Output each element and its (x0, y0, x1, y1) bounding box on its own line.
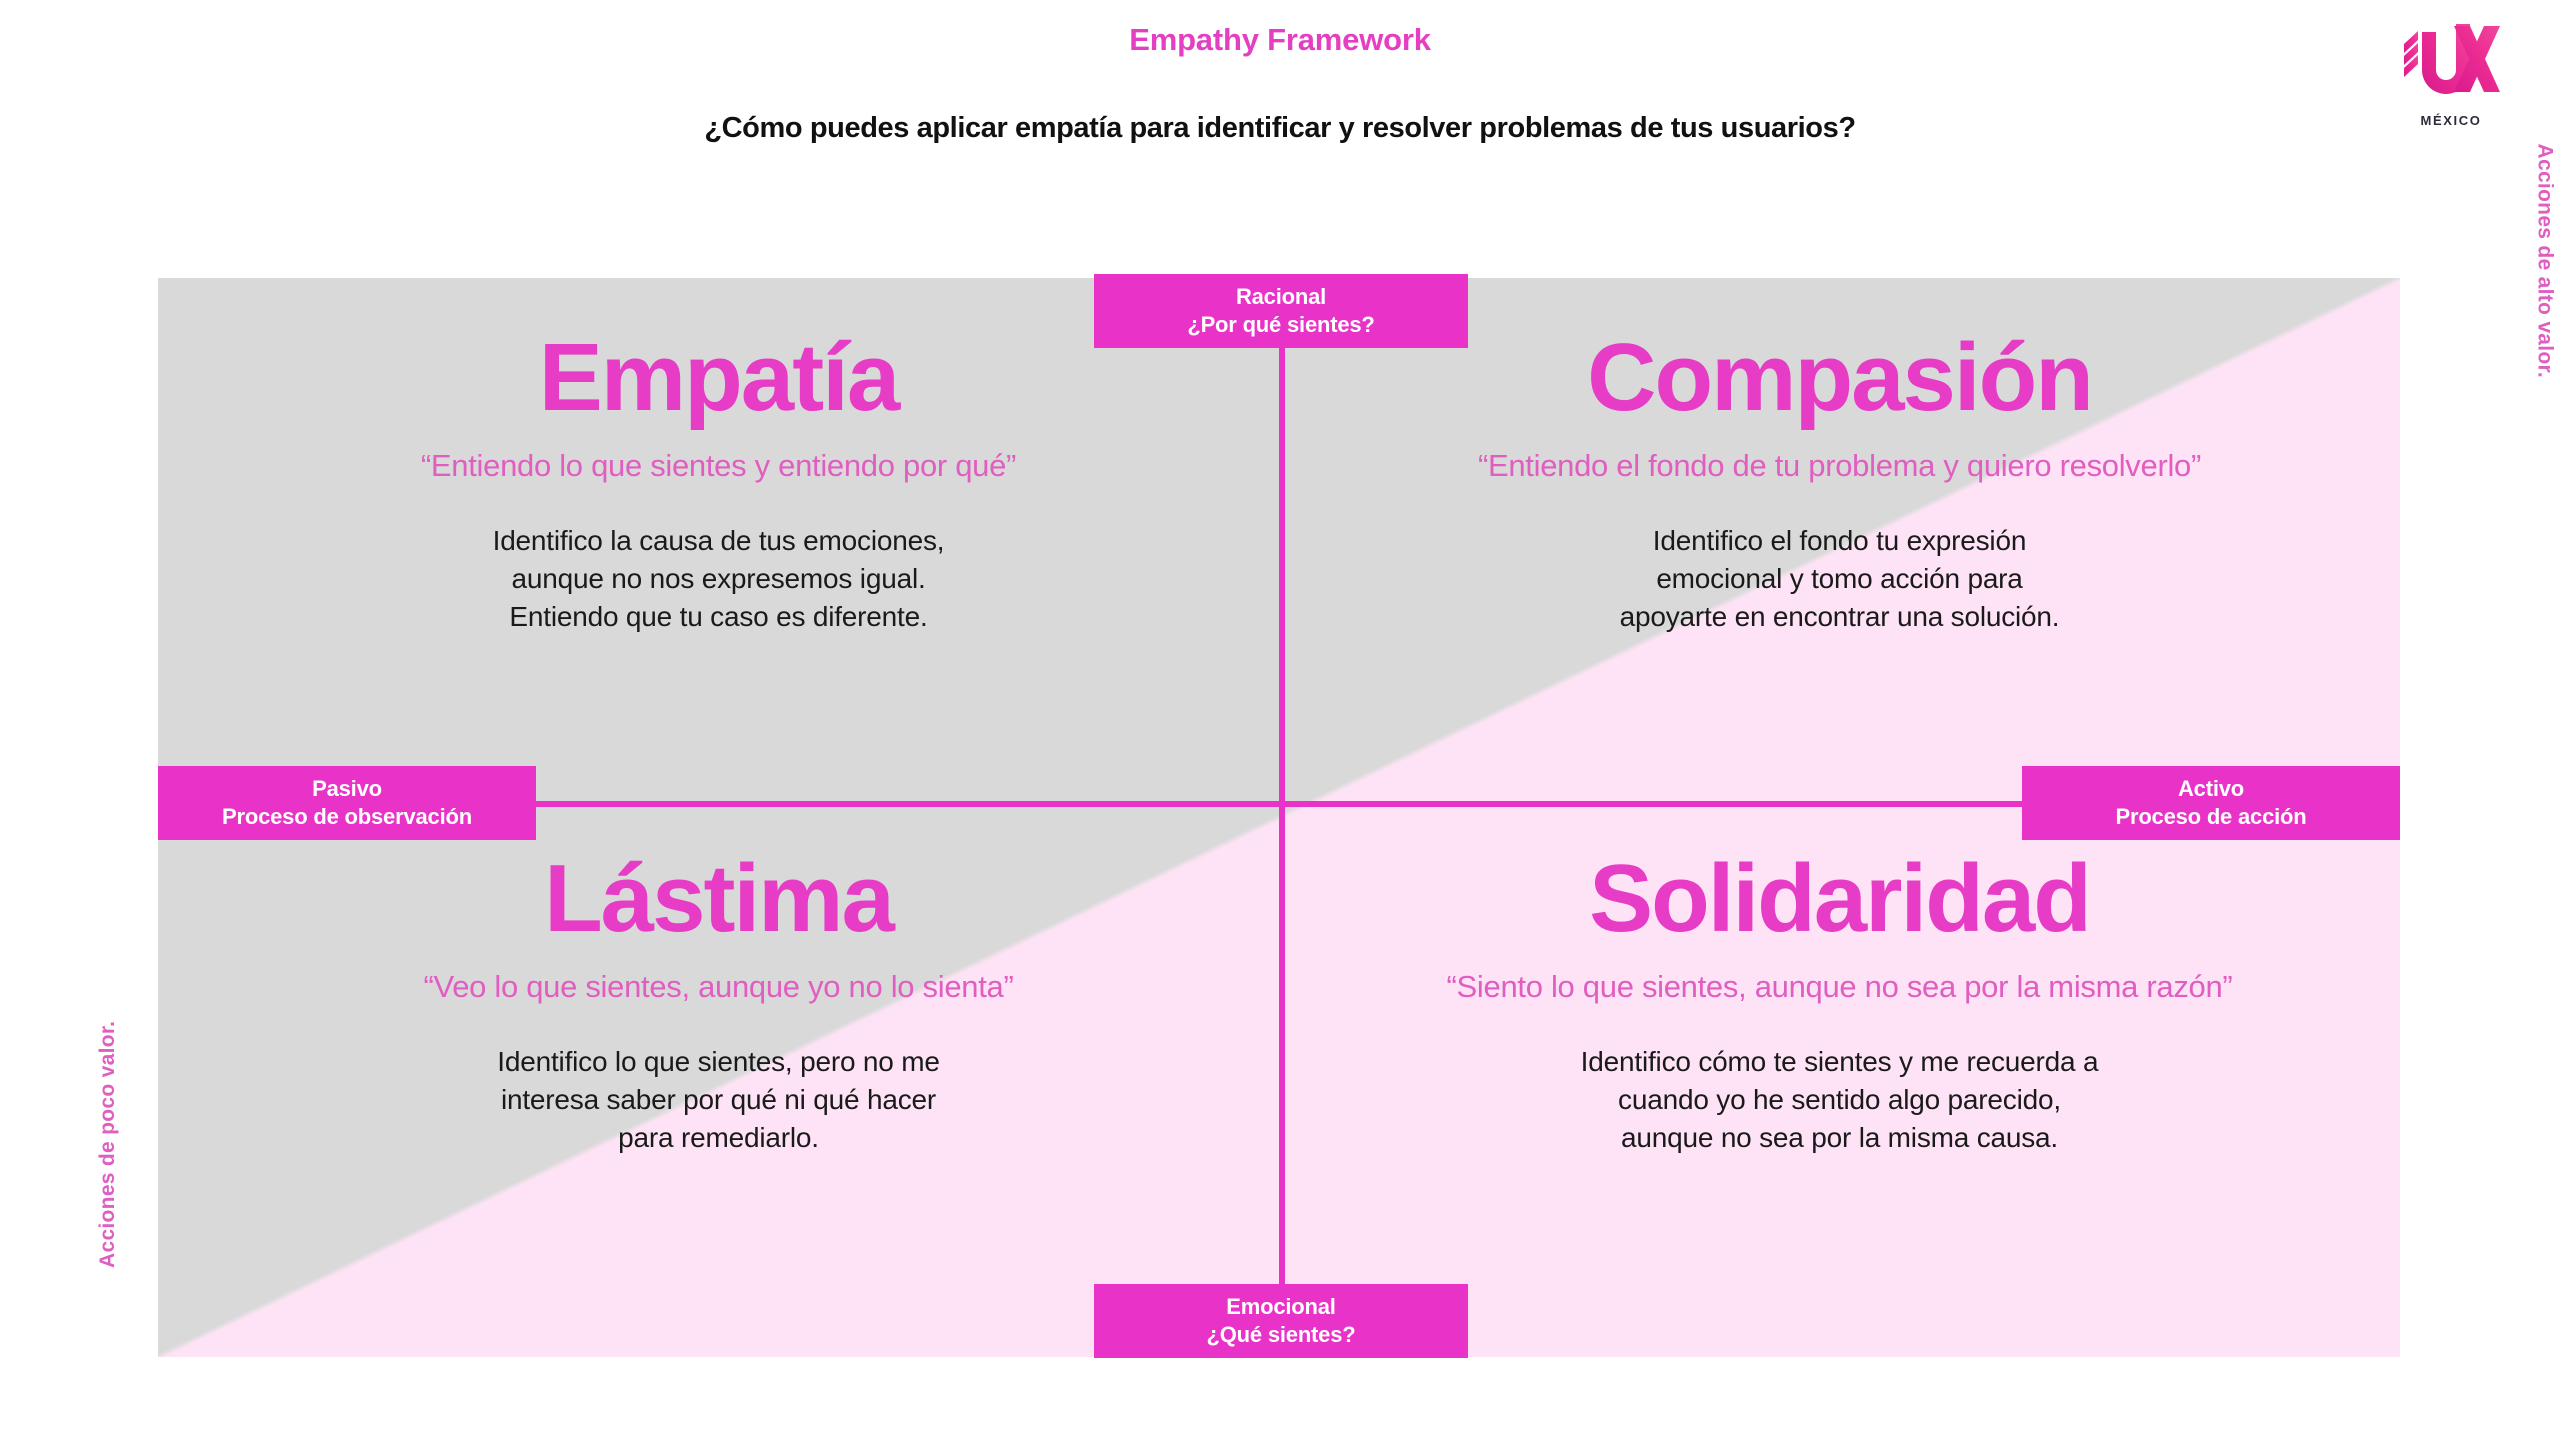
quadrant-description: Identifico la causa de tus emociones,aun… (492, 525, 945, 633)
ux-mexico-logo: MÉXICO (2390, 14, 2512, 134)
quadrant-quote: “Siento lo que sientes, aunque no sea po… (1446, 969, 2233, 1004)
quadrant-description: Identifico cómo te sientes y me recuerda… (1580, 1046, 2099, 1154)
axis-label-question: Proceso de acción (2115, 804, 2307, 829)
axis-label-activo: Activo Proceso de acción (2022, 766, 2400, 840)
axis-label-question: ¿Qué sientes? (1206, 1322, 1356, 1347)
axis-label-question: ¿Por qué sientes? (1187, 312, 1375, 337)
quadrant-title: Solidaridad (1589, 845, 2092, 952)
axis-label-question: Proceso de observación (222, 804, 472, 829)
quadrant-compasion: Compasión “Entiendo el fondo de tu probl… (1279, 278, 2400, 636)
ux-logo-icon (2390, 14, 2512, 112)
page-subtitle: ¿Cómo puedes aplicar empatía para identi… (704, 112, 1856, 144)
axis-label-title: Emocional (1226, 1293, 1336, 1319)
axis-label-title: Activo (2177, 775, 2245, 801)
axis-label-pasivo: Pasivo Proceso de observación (158, 766, 536, 840)
side-label-low-value: Acciones de poco valor. (96, 1020, 119, 1268)
axis-label-racional: Racional ¿Por qué sientes? (1094, 274, 1468, 348)
quadrant-quote: “Entiendo el fondo de tu problema y quie… (1477, 448, 2202, 483)
axis-label-emocional: Emocional ¿Qué sientes? (1094, 1284, 1468, 1358)
quadrant-lastima: Lástima “Veo lo que sientes, aunque yo n… (158, 807, 1279, 1157)
side-label-high-value: Acciones de alto valor. (2533, 143, 2556, 379)
quadrant-empatia: Empatía “Entiendo lo que sientes y entie… (158, 278, 1279, 636)
quadrant-quote: “Veo lo que sientes, aunque yo no lo sie… (423, 969, 1014, 1004)
axis-label-title: Racional (1235, 283, 1327, 309)
quadrant-title: Compasión (1587, 324, 2094, 431)
quadrant-quote: “Entiendo lo que sientes y entiendo por … (420, 448, 1017, 483)
quadrant-title: Lástima (544, 845, 895, 952)
horizontal-axis-line (158, 801, 2400, 807)
logo-wordmark: MÉXICO (2420, 113, 2482, 128)
quadrant-title: Empatía (538, 324, 900, 431)
axis-label-title: Pasivo (312, 775, 382, 801)
quadrant-solidaridad: Solidaridad “Siento lo que sientes, aunq… (1279, 807, 2400, 1157)
page-title: Empathy Framework (1129, 22, 1431, 57)
vertical-axis-line (1279, 278, 1285, 1357)
